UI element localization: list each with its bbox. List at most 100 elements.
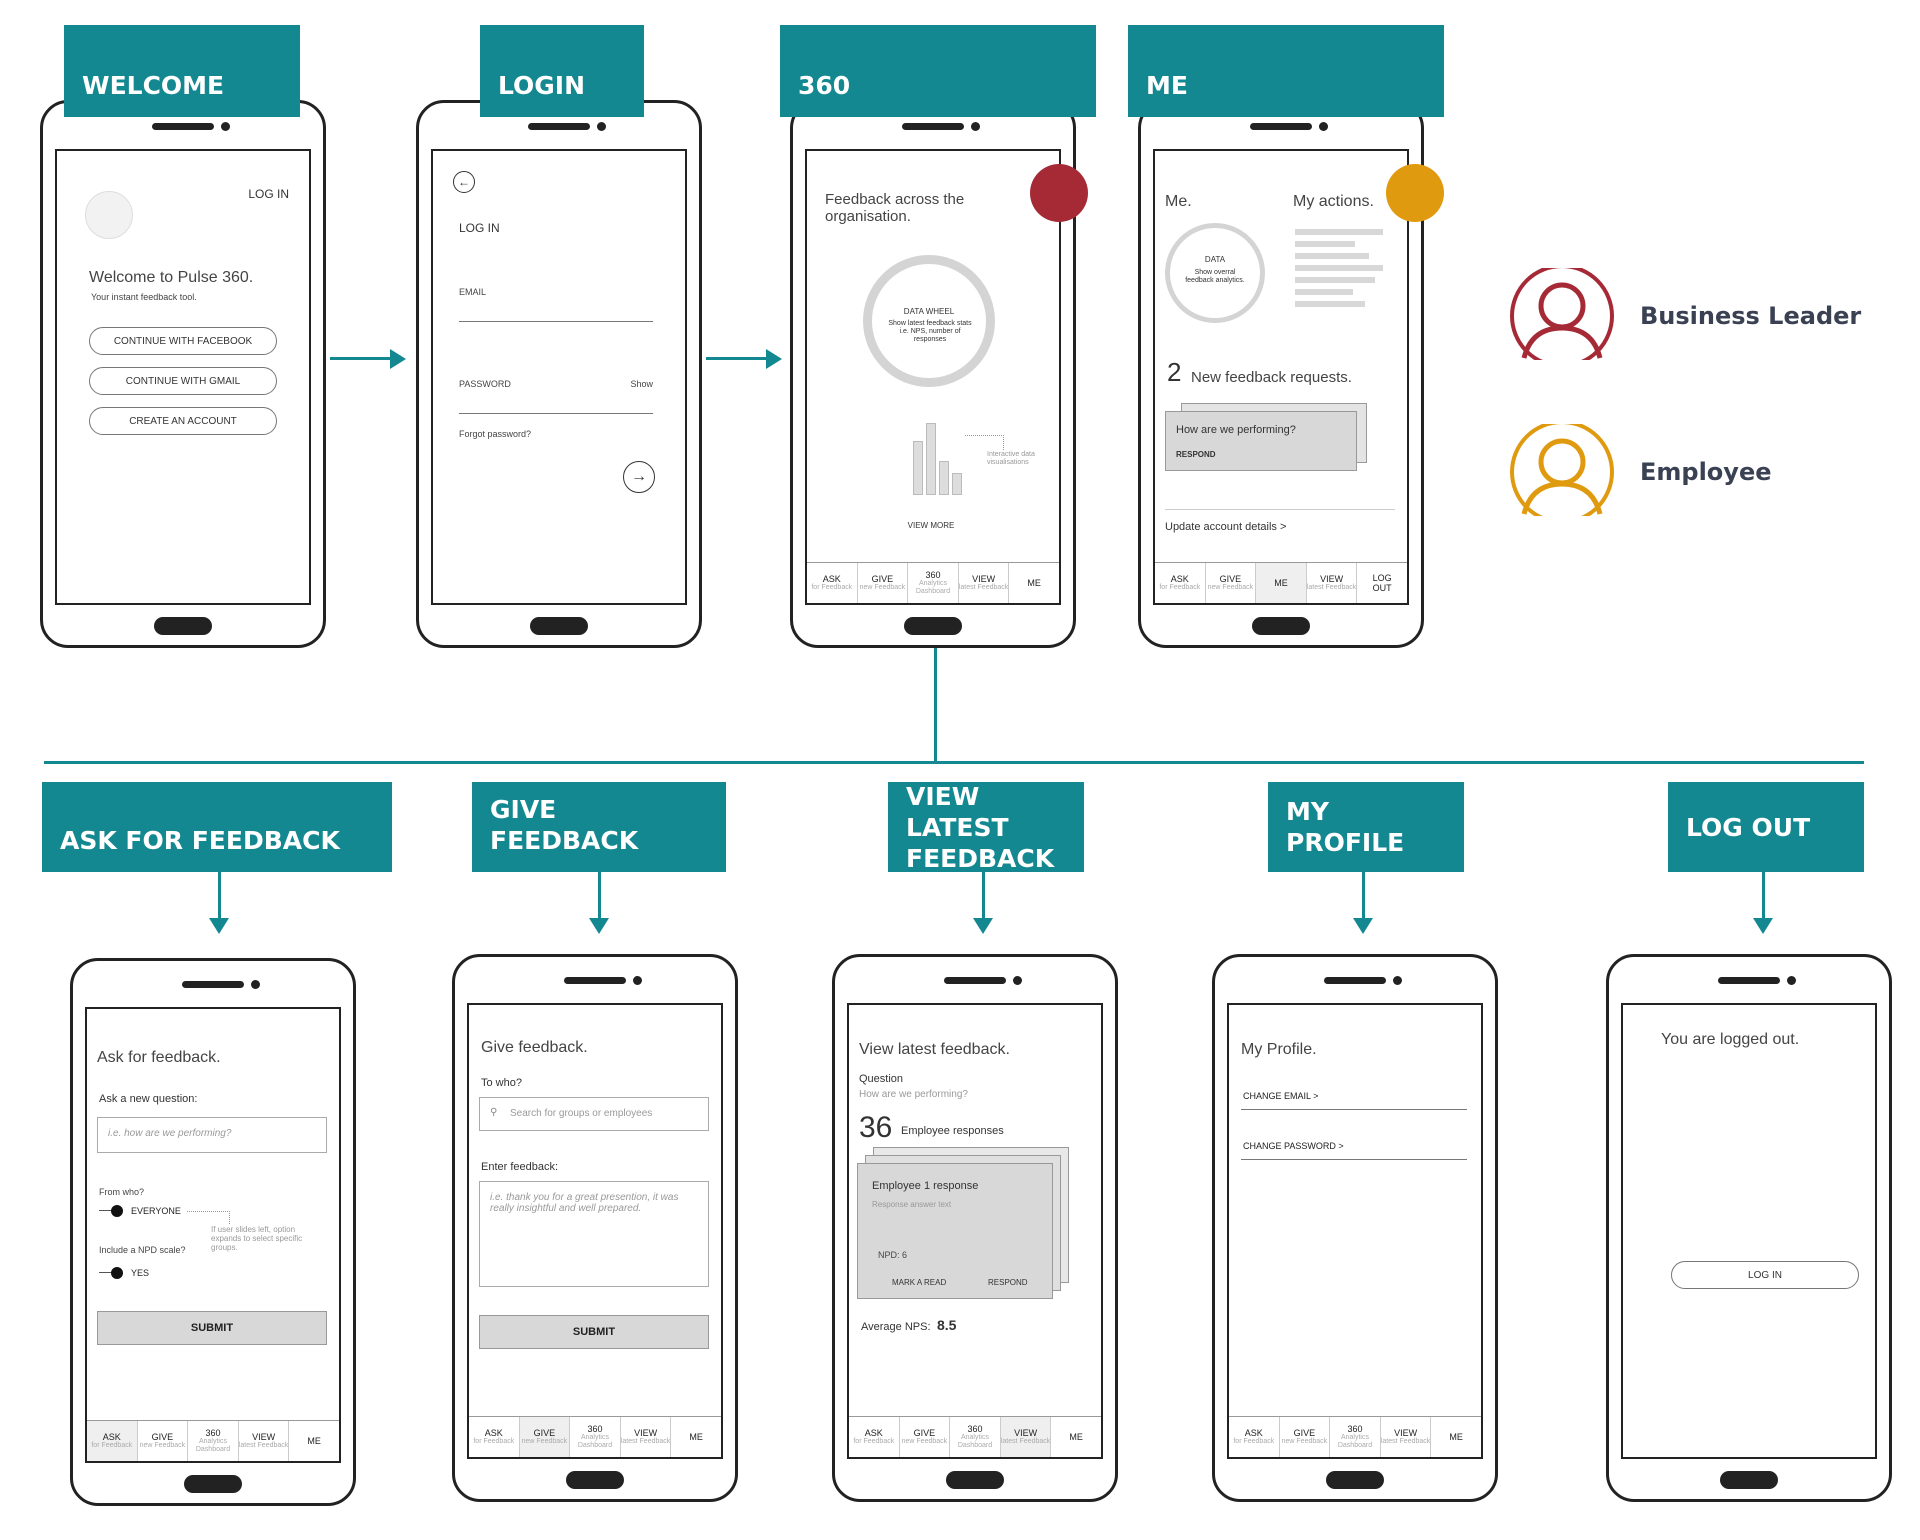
data-wheel[interactable] (863, 255, 995, 387)
nav-me[interactable]: ME (307, 1436, 321, 1446)
connector-horizontal (44, 761, 1864, 764)
tag-ask-for-feedback: ASK FOR FEEDBACK (42, 782, 392, 872)
home-button (1252, 617, 1310, 635)
welcome-subtitle: Your instant feedback tool. (91, 292, 197, 302)
tag-log-out: LOG OUT (1668, 782, 1864, 872)
search-input[interactable]: ⚲ Search for groups or employees (479, 1097, 709, 1131)
data-circle-title: DATA (1204, 255, 1226, 264)
my-actions-title: My actions. (1293, 193, 1374, 210)
login-button[interactable]: LOG IN (1671, 1261, 1859, 1289)
submit-button[interactable]: SUBMIT (97, 1311, 327, 1345)
mark-read-button[interactable]: MARK A READ (892, 1278, 947, 1287)
login-title: LOG IN (459, 221, 500, 235)
show-password-toggle[interactable]: Show (630, 379, 653, 389)
change-password-link[interactable]: CHANGE PASSWORD > (1243, 1141, 1344, 1151)
back-arrow-icon[interactable]: ← (453, 171, 475, 193)
forgot-password-link[interactable]: Forgot password? (459, 429, 532, 439)
bar-chart-icon[interactable] (913, 423, 973, 495)
data-circle[interactable] (1165, 223, 1265, 323)
camera (971, 122, 980, 131)
feedback-textarea[interactable]: i.e. thank you for a great presention, i… (479, 1181, 709, 1287)
welcome-title: Welcome to Pulse 360. (89, 269, 254, 286)
everyone-toggle[interactable] (99, 1205, 123, 1217)
password-label: PASSWORD (459, 379, 511, 389)
nav-me[interactable]: ME (1027, 578, 1041, 588)
responses-label: Employee responses (901, 1125, 1004, 1137)
screen: LOG IN Welcome to Pulse 360. Your instan… (55, 149, 311, 605)
average-nps-label: Average NPS: (861, 1321, 931, 1333)
camera (1787, 976, 1796, 985)
email-field[interactable] (459, 321, 653, 322)
question-input[interactable]: i.e. how are we performing? (97, 1117, 327, 1153)
nav-me[interactable]: ME (689, 1432, 703, 1442)
create-account-button[interactable]: CREATE AN ACCOUNT (89, 407, 277, 435)
speaker (152, 123, 214, 130)
tag-login: LOGIN (480, 25, 644, 117)
login-link[interactable]: LOG IN (248, 187, 289, 201)
enter-label: Enter feedback: (481, 1161, 559, 1173)
respond-button[interactable]: RESPOND (1176, 450, 1216, 459)
yes-toggle[interactable] (99, 1267, 123, 1279)
change-email-link[interactable]: CHANGE EMAIL > (1243, 1091, 1319, 1101)
continue-gmail-button[interactable]: CONTINUE WITH GMAIL (89, 367, 277, 395)
nav-logout[interactable]: LOG OUT (1372, 573, 1392, 593)
response-card[interactable]: Employee 1 response Response answer text… (857, 1163, 1053, 1299)
respond-button[interactable]: RESPOND (988, 1278, 1028, 1287)
nav-me[interactable]: ME (1069, 1432, 1083, 1442)
request-card[interactable]: How are we performing? RESPOND (1165, 411, 1357, 471)
password-field[interactable] (459, 413, 653, 414)
nav-me[interactable]: ME (1256, 563, 1307, 603)
arrowhead (1753, 918, 1773, 934)
tag-give-feedback: GIVE FEEDBACK (472, 782, 726, 872)
screen: My Profile. CHANGE EMAIL > CHANGE PASSWO… (1227, 1003, 1483, 1459)
view-title: View latest feedback. (859, 1041, 1010, 1058)
nav-me[interactable]: ME (1449, 1432, 1463, 1442)
phone-login: ← LOG IN EMAIL PASSWORD Show Forgot pass… (416, 100, 702, 648)
view-more-link[interactable]: VIEW MORE (907, 521, 955, 530)
update-account-link[interactable]: Update account details > (1165, 521, 1287, 533)
camera (1319, 122, 1328, 131)
home-button (154, 617, 212, 635)
question-text: How are we performing? (859, 1089, 968, 1100)
tag-my-profile: MY PROFILE (1268, 782, 1464, 872)
arrowhead (589, 918, 609, 934)
continue-facebook-button[interactable]: CONTINUE WITH FACEBOOK (89, 327, 277, 355)
npd-value: NPD: 6 (878, 1250, 908, 1260)
submit-button[interactable]: SUBMIT (479, 1315, 709, 1349)
ask-label: Ask a new question: (99, 1093, 198, 1105)
speaker (1250, 123, 1312, 130)
submit-arrow-icon[interactable]: → (623, 461, 655, 493)
phone-view: View latest feedback. Question How are w… (832, 954, 1118, 1502)
phone-360: Feedback across the organisation. DATA W… (790, 100, 1076, 648)
home-button (184, 1475, 242, 1493)
connector-welcome-login (330, 357, 392, 360)
speaker (944, 977, 1006, 984)
to-label: To who? (481, 1077, 522, 1089)
